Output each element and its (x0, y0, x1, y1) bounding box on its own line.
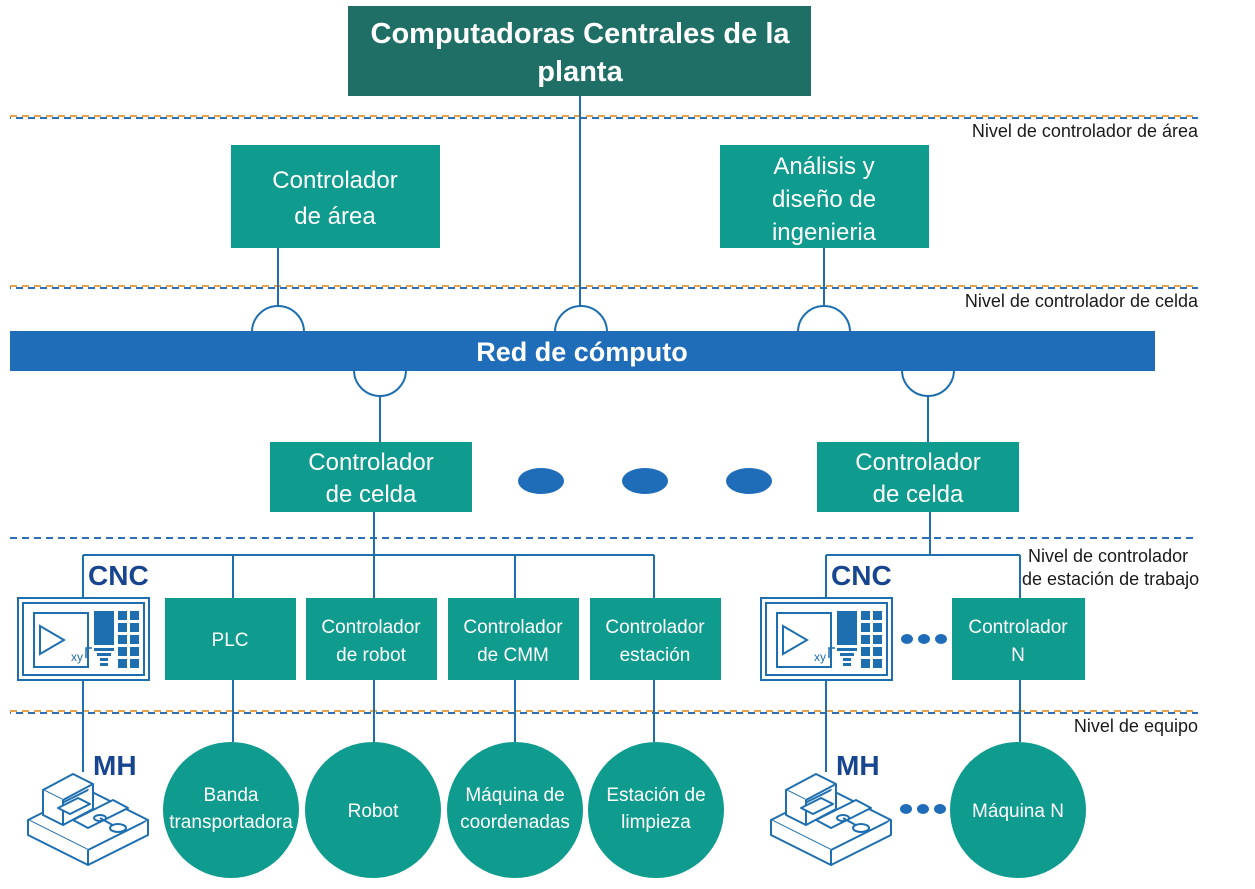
cnc-label-right: CNC (831, 560, 892, 591)
equipment-estacion-line2: limpieza (621, 812, 691, 833)
network-bar: Red de cómputo (10, 331, 1155, 371)
ellipsis-dots-cell (518, 468, 772, 494)
tap-cell-right (900, 369, 956, 397)
robot-controller-box: Controlador de robot (306, 598, 437, 680)
level-separators (10, 115, 1198, 714)
tap-engineering (796, 305, 852, 333)
cell-controller-right: Controlador de celda (817, 442, 1019, 512)
engineering-line3: ingenieria (772, 219, 877, 246)
cnc-screen-sub-left: xy (71, 650, 83, 664)
cnc-label-left: CNC (88, 560, 149, 591)
plc-label: PLC (212, 630, 249, 651)
separator-equipment (10, 710, 1198, 714)
cell-controller-left-line1: Controlador (308, 449, 433, 476)
station-controller-line1: Controlador (605, 617, 705, 638)
network-label: Red de cómputo (476, 337, 688, 367)
area-controller-box: Controlador de área (231, 145, 440, 248)
level-label-area: Nivel de controlador de área (972, 121, 1199, 141)
central-computers-line2: planta (537, 56, 623, 88)
engineering-box: Análisis y diseño de ingenieria (720, 145, 929, 248)
level-label-cell: Nivel de controlador de celda (965, 291, 1199, 311)
cell-controller-left: Controlador de celda (270, 442, 472, 512)
machine-tool-icon-left (27, 773, 149, 866)
cmm-controller-box: Controlador de CMM (448, 598, 579, 680)
equipment-robot: Robot (305, 742, 441, 878)
cmm-controller-line1: Controlador (463, 617, 563, 638)
central-computers-line1: Computadoras Centrales de la (371, 18, 791, 50)
cell-controller-left-line2: de celda (326, 481, 417, 508)
network-taps (250, 305, 956, 397)
station-controller-line2: estación (620, 645, 691, 666)
cell-controller-right-line2: de celda (873, 481, 964, 508)
area-controller-line1: Controlador (272, 167, 397, 194)
cmm-controller-line2: de CMM (477, 645, 549, 666)
mh-label-right: MH (836, 750, 880, 781)
tap-cell-left (352, 369, 408, 397)
engineering-line2: diseño de (772, 186, 876, 213)
cell-controller-right-line1: Controlador (855, 449, 980, 476)
separator-area (10, 115, 1198, 119)
equipment-estacion-limpieza: Estación de limpieza (588, 742, 724, 878)
equipment-maquina-n: Máquina N (950, 742, 1086, 878)
controller-n-line2: N (1011, 645, 1025, 666)
connectors (82, 96, 1021, 772)
engineering-line1: Análisis y (773, 153, 874, 180)
equipment-maquina-coord-line1: Máquina de (465, 785, 564, 806)
station-controller-box: Controlador estación (590, 598, 721, 680)
equipment-estacion-line1: Estación de (606, 785, 705, 806)
equipment-banda-line1: Banda (204, 785, 259, 806)
equipment-maquina-coordenadas: Máquina de coordenadas (447, 742, 583, 878)
equipment-banda-line2: transportadora (169, 812, 293, 833)
area-controller-line2: de área (294, 203, 376, 230)
robot-controller-line1: Controlador (321, 617, 421, 638)
tap-area (250, 305, 306, 333)
cnc-panel-icon-left: xy (17, 597, 150, 681)
ellipsis-dots-equipment (900, 804, 946, 814)
equipment-robot-label: Robot (348, 801, 399, 822)
robot-controller-line2: de robot (336, 645, 406, 666)
central-computers-box: Computadoras Centrales de la planta (348, 6, 811, 96)
mh-label-left: MH (93, 750, 137, 781)
controller-n-line1: Controlador (968, 617, 1068, 638)
ellipsis-dots-station (901, 634, 947, 644)
equipment-maquina-coord-line2: coordenadas (460, 812, 570, 833)
equipment-banda: Banda transportadora (163, 742, 299, 878)
tap-central (553, 305, 609, 333)
cnc-screen-sub-right: xy (814, 650, 826, 664)
level-label-station-2: de estación de trabajo (1022, 569, 1199, 589)
controller-n-box: Controlador N (952, 598, 1085, 680)
level-label-equipment: Nivel de equipo (1074, 716, 1198, 736)
machine-tool-icon-right (770, 773, 892, 866)
equipment-maquina-n-label: Máquina N (972, 801, 1064, 822)
plc-box: PLC (165, 598, 296, 680)
cnc-panel-icon-right: xy (760, 597, 893, 681)
separator-cell (10, 285, 1198, 289)
level-label-station-1: Nivel de controlador (1028, 546, 1188, 566)
